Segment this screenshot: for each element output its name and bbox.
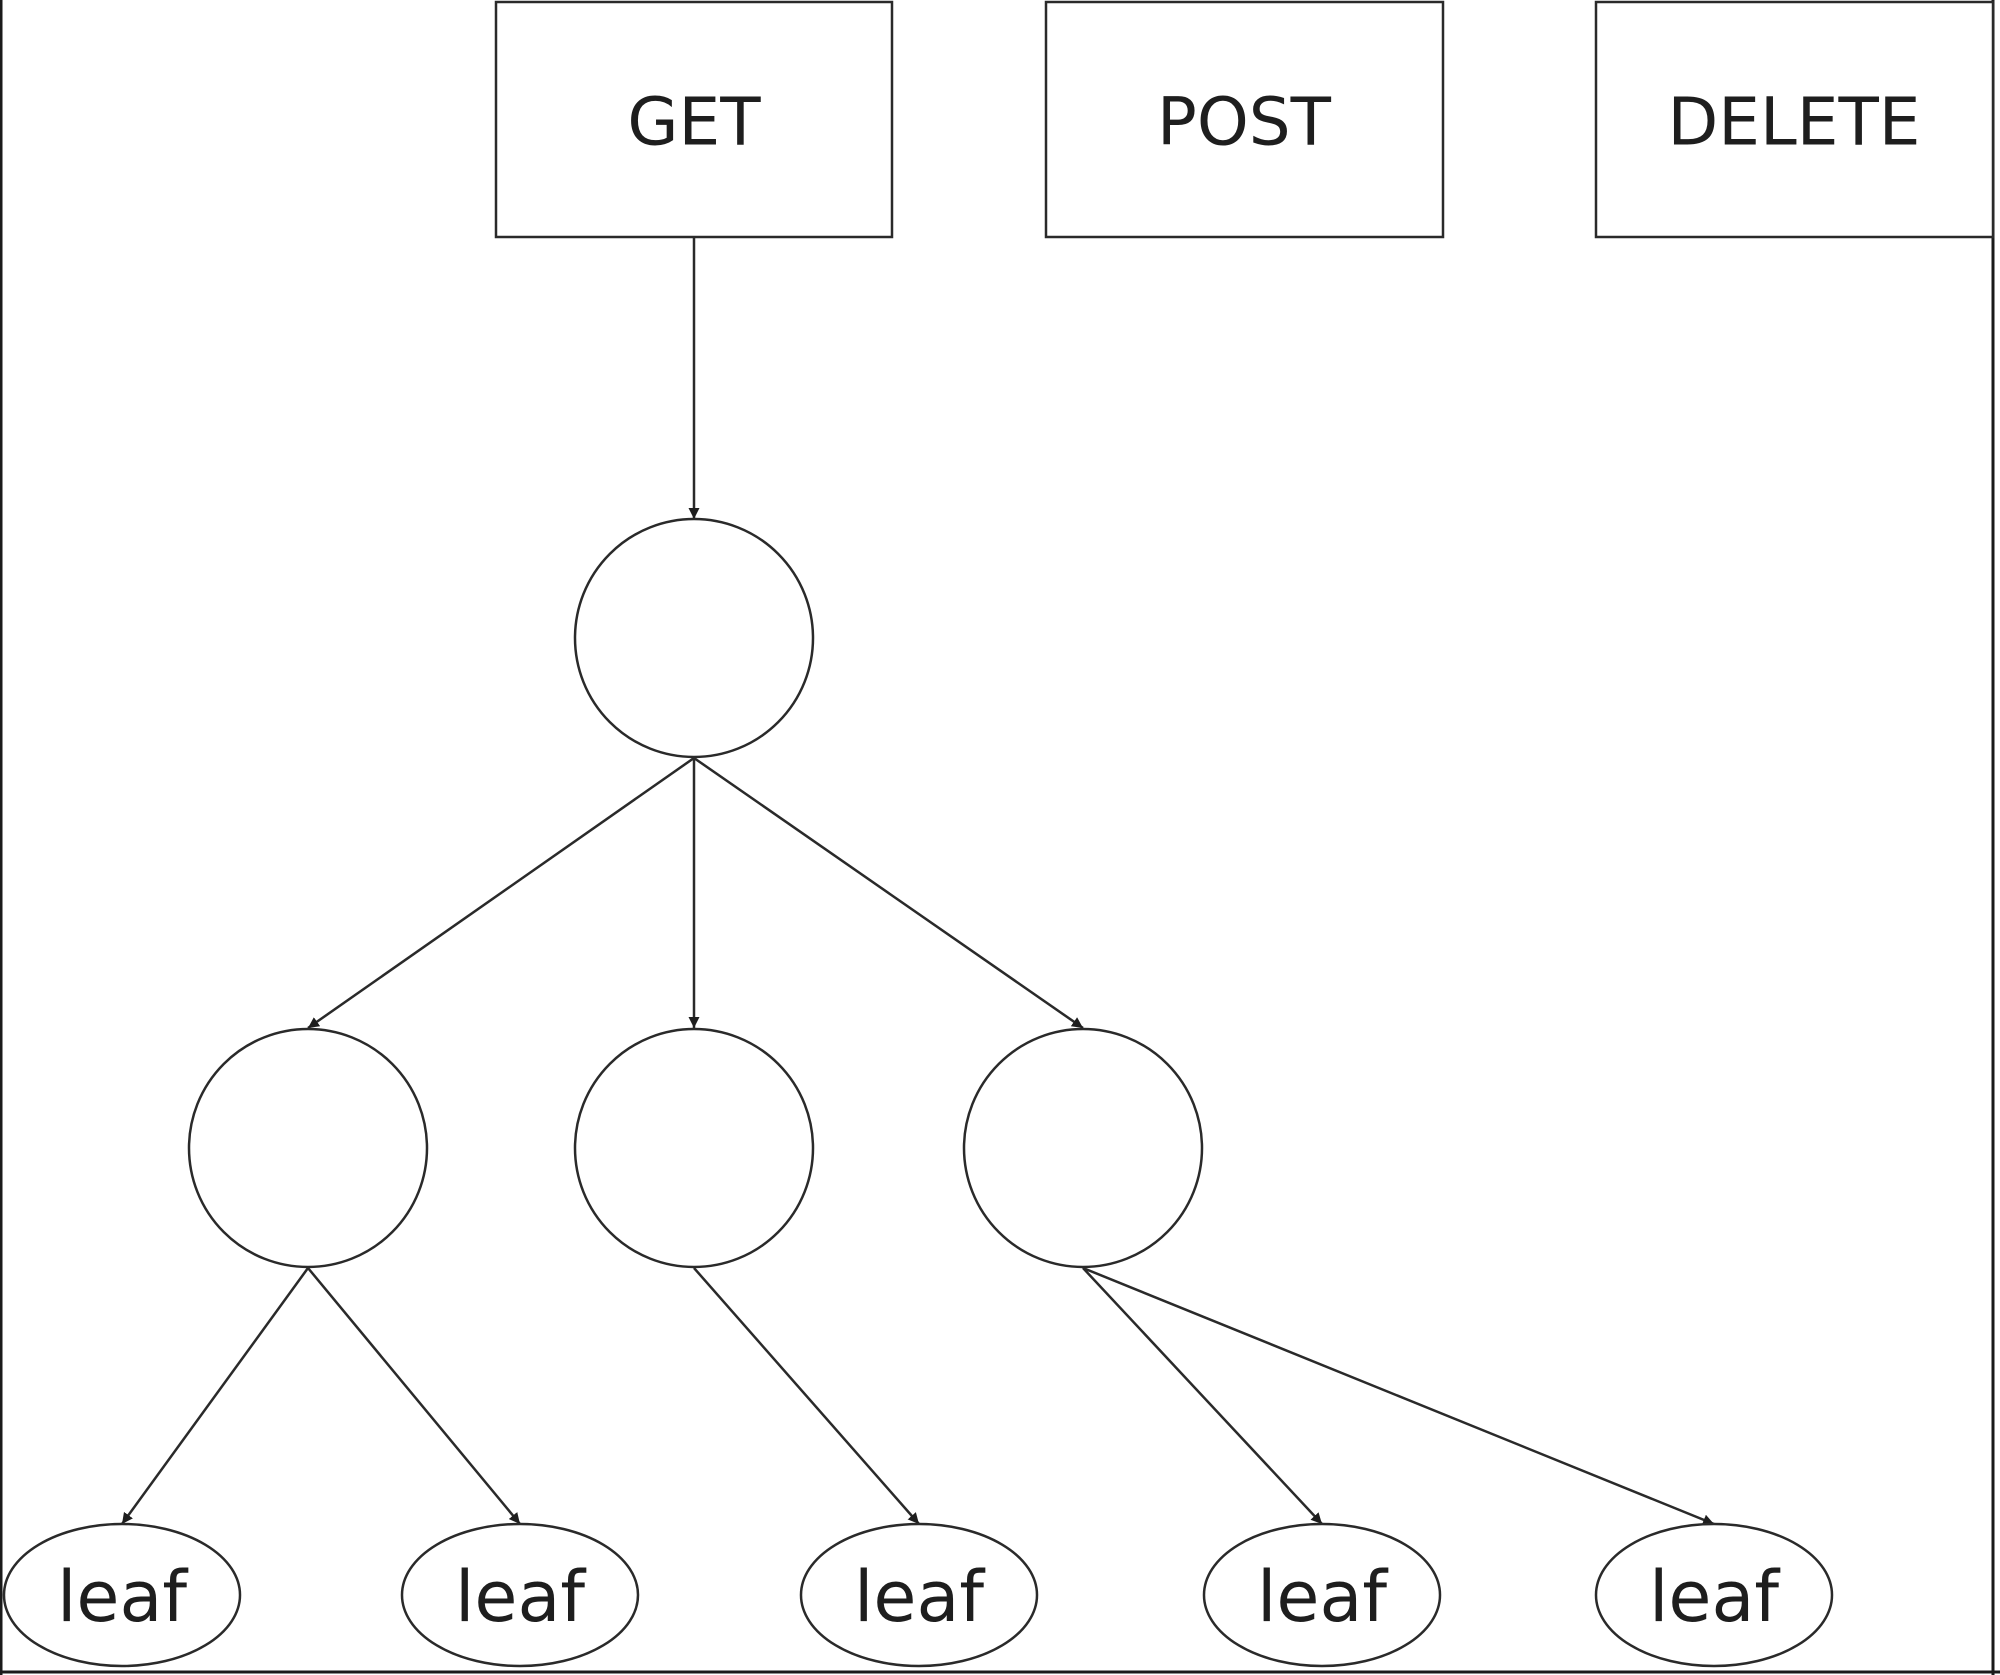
edge-child-1-to-leaf-2 xyxy=(307,1267,521,1525)
edge-root-to-child-1 xyxy=(307,756,695,1030)
leaf-node-2: leaf xyxy=(400,1522,640,1668)
root-node xyxy=(573,517,815,759)
tree-node-1 xyxy=(187,1027,429,1269)
leaf-label: leaf xyxy=(57,1556,188,1638)
method-box-delete: DELETE xyxy=(1594,0,1995,239)
method-label-post: POST xyxy=(1157,84,1332,161)
edge-child-2-to-leaf-3 xyxy=(693,1267,920,1525)
leaf-label: leaf xyxy=(455,1556,586,1638)
method-box-get: GET xyxy=(494,0,894,239)
leaf-label: leaf xyxy=(1649,1556,1780,1638)
leaf-label: leaf xyxy=(854,1556,985,1638)
method-label-delete: DELETE xyxy=(1667,84,1920,161)
leaf-node-4: leaf xyxy=(1202,1522,1442,1668)
leaf-label: leaf xyxy=(1257,1556,1388,1638)
method-box-post: POST xyxy=(1044,0,1445,239)
edge-child-3-to-leaf-5 xyxy=(1082,1266,1715,1526)
leaf-node-3: leaf xyxy=(799,1522,1039,1668)
method-label-get: GET xyxy=(627,84,761,161)
edge-child-3-to-leaf-4 xyxy=(1082,1267,1323,1525)
tree-node-2 xyxy=(573,1027,815,1269)
leaf-node-1: leaf xyxy=(2,1522,242,1668)
leaf-node-5: leaf xyxy=(1594,1522,1834,1668)
edge-root-to-child-3 xyxy=(693,756,1084,1030)
tree-node-3 xyxy=(962,1027,1204,1269)
edge-child-1-to-leaf-1 xyxy=(120,1267,310,1525)
